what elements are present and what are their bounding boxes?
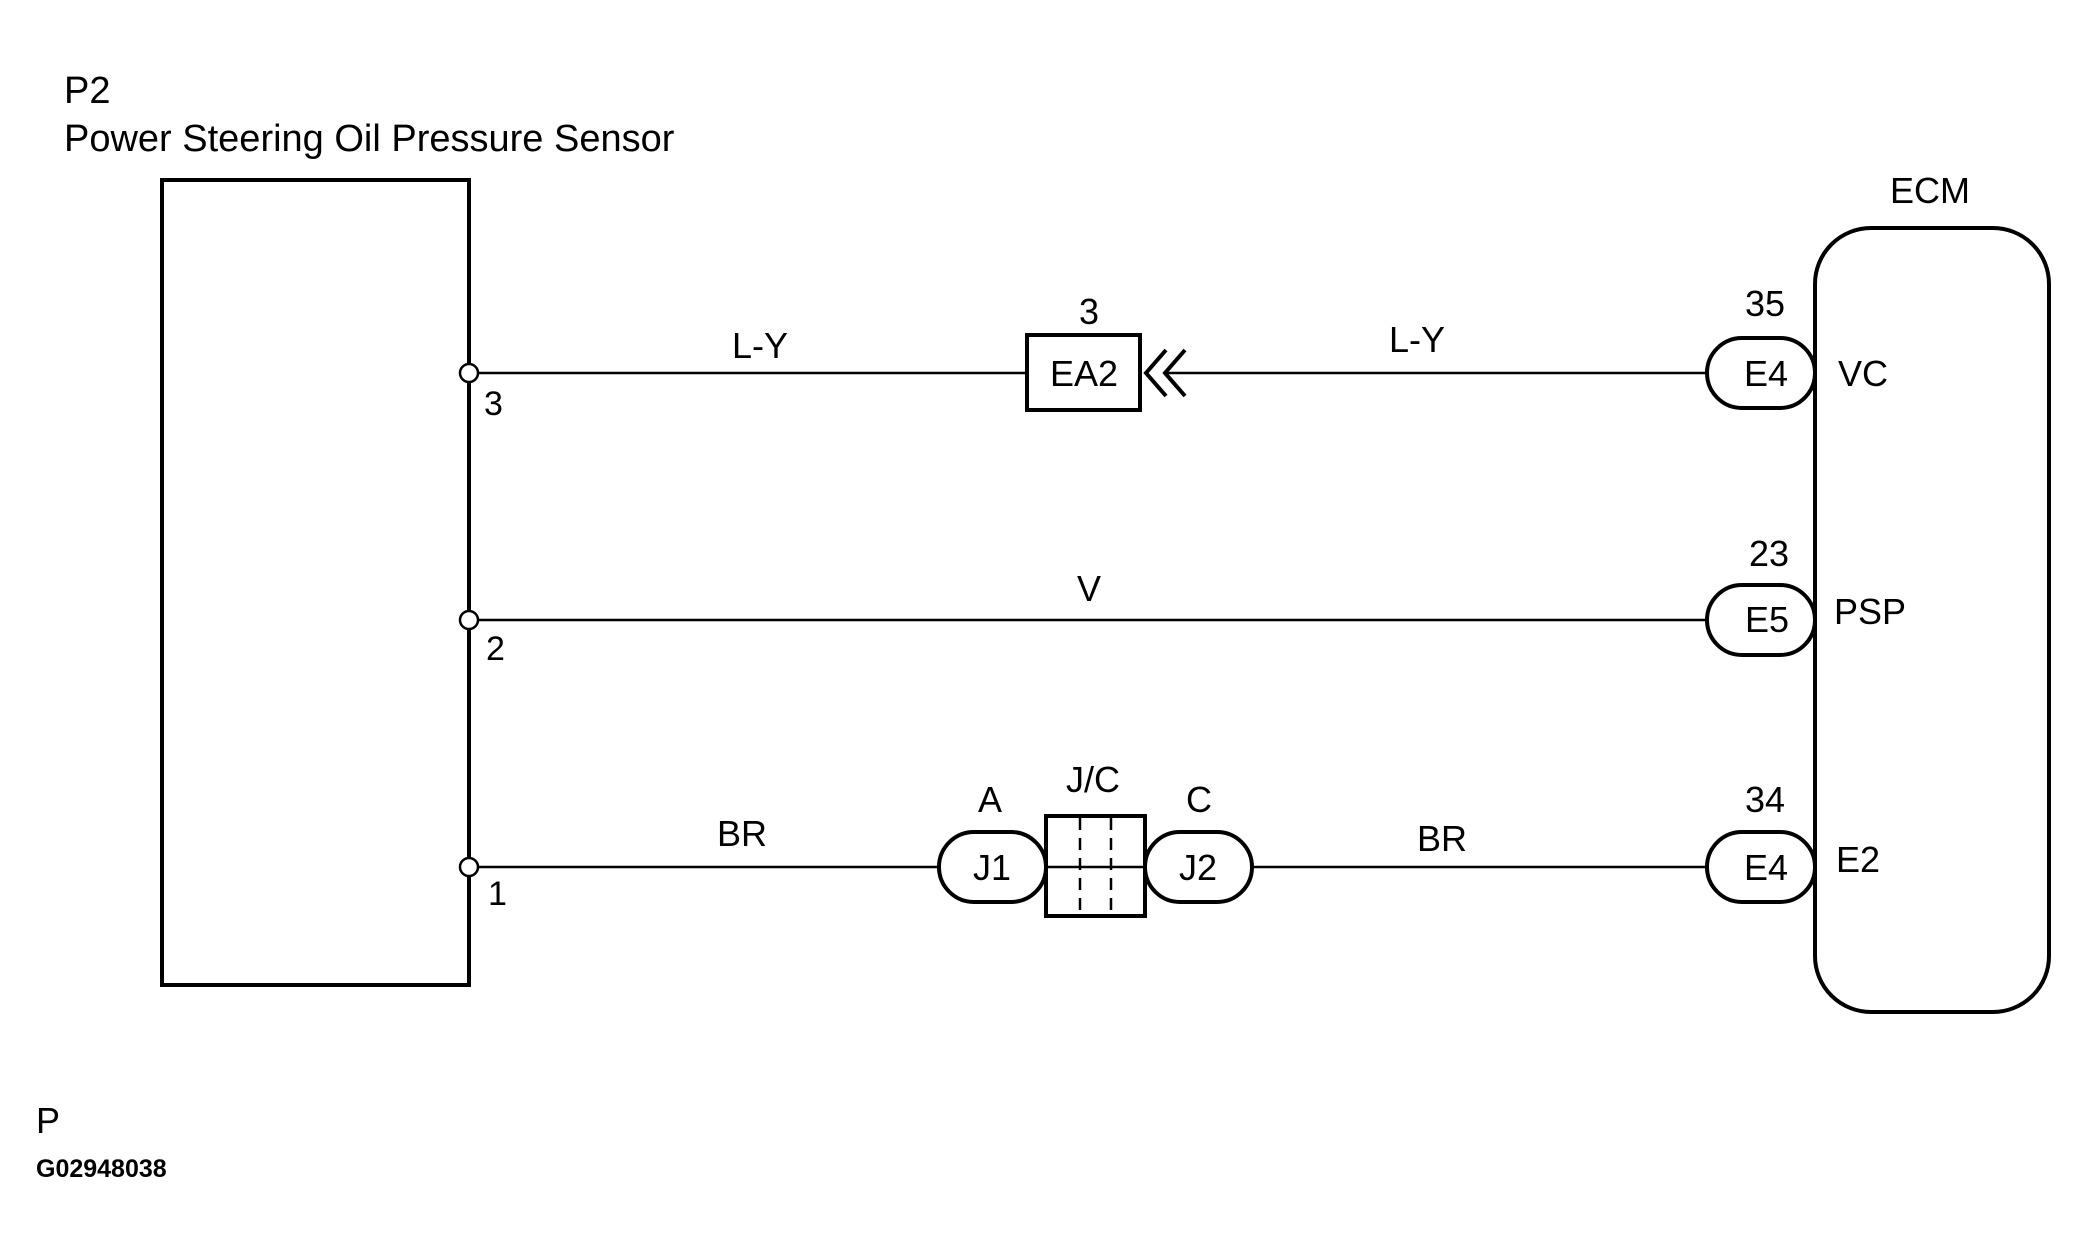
j1-label: J1 [973,847,1011,888]
sensor-terminal-2 [458,609,480,631]
sensor-pin-1-label: 1 [488,875,507,913]
ecm-e2-connector [1705,830,1817,904]
sensor-name: Power Steering Oil Pressure Sensor [64,118,675,160]
sensor-pin-3-label: 3 [484,385,503,423]
wire-middle-color: V [1077,568,1101,609]
junction-label: J/C [1066,759,1120,800]
ecm-psp-terminal: PSP [1834,591,1906,632]
sensor-body [160,178,471,987]
ecm-e2-pin: 34 [1745,779,1785,820]
ea2-connector [1025,333,1142,412]
wire-bottom-right-color: BR [1417,818,1467,859]
ecm-vc-connector [1705,336,1817,410]
sensor-terminal-3 [458,362,480,384]
ecm-label: ECM [1890,170,1970,211]
figure-code: G02948038 [36,1155,167,1183]
ea2-chevron-icon-2 [1162,348,1187,398]
ecm-psp-pin: 23 [1749,533,1789,574]
ecm-e2-terminal: E2 [1836,839,1880,880]
sensor-pin-2-label: 2 [486,630,505,668]
ecm-vc-connector-label: E4 [1744,353,1788,394]
wire-top-right-color: L-Y [1389,319,1445,360]
j2-label: J2 [1179,847,1217,888]
sensor-terminal-1 [458,856,480,878]
wire-top-left-color: L-Y [732,325,788,366]
ea2-chevron-icon [1143,348,1168,398]
ea2-label: EA2 [1050,353,1118,394]
wire-bottom-left-color: BR [717,813,767,854]
ecm-psp-connector [1705,583,1817,657]
ecm-vc-terminal: VC [1838,353,1888,394]
junction-left-pin: A [978,779,1002,820]
ecm-e2-connector-label: E4 [1744,847,1788,888]
footer-letter: P [36,1100,60,1141]
junction-right-pin: C [1186,779,1212,820]
ecm-psp-connector-label: E5 [1745,599,1789,640]
sensor-code: P2 [64,70,110,112]
ea2-pin: 3 [1079,291,1099,332]
ecm-vc-pin: 35 [1745,283,1785,324]
